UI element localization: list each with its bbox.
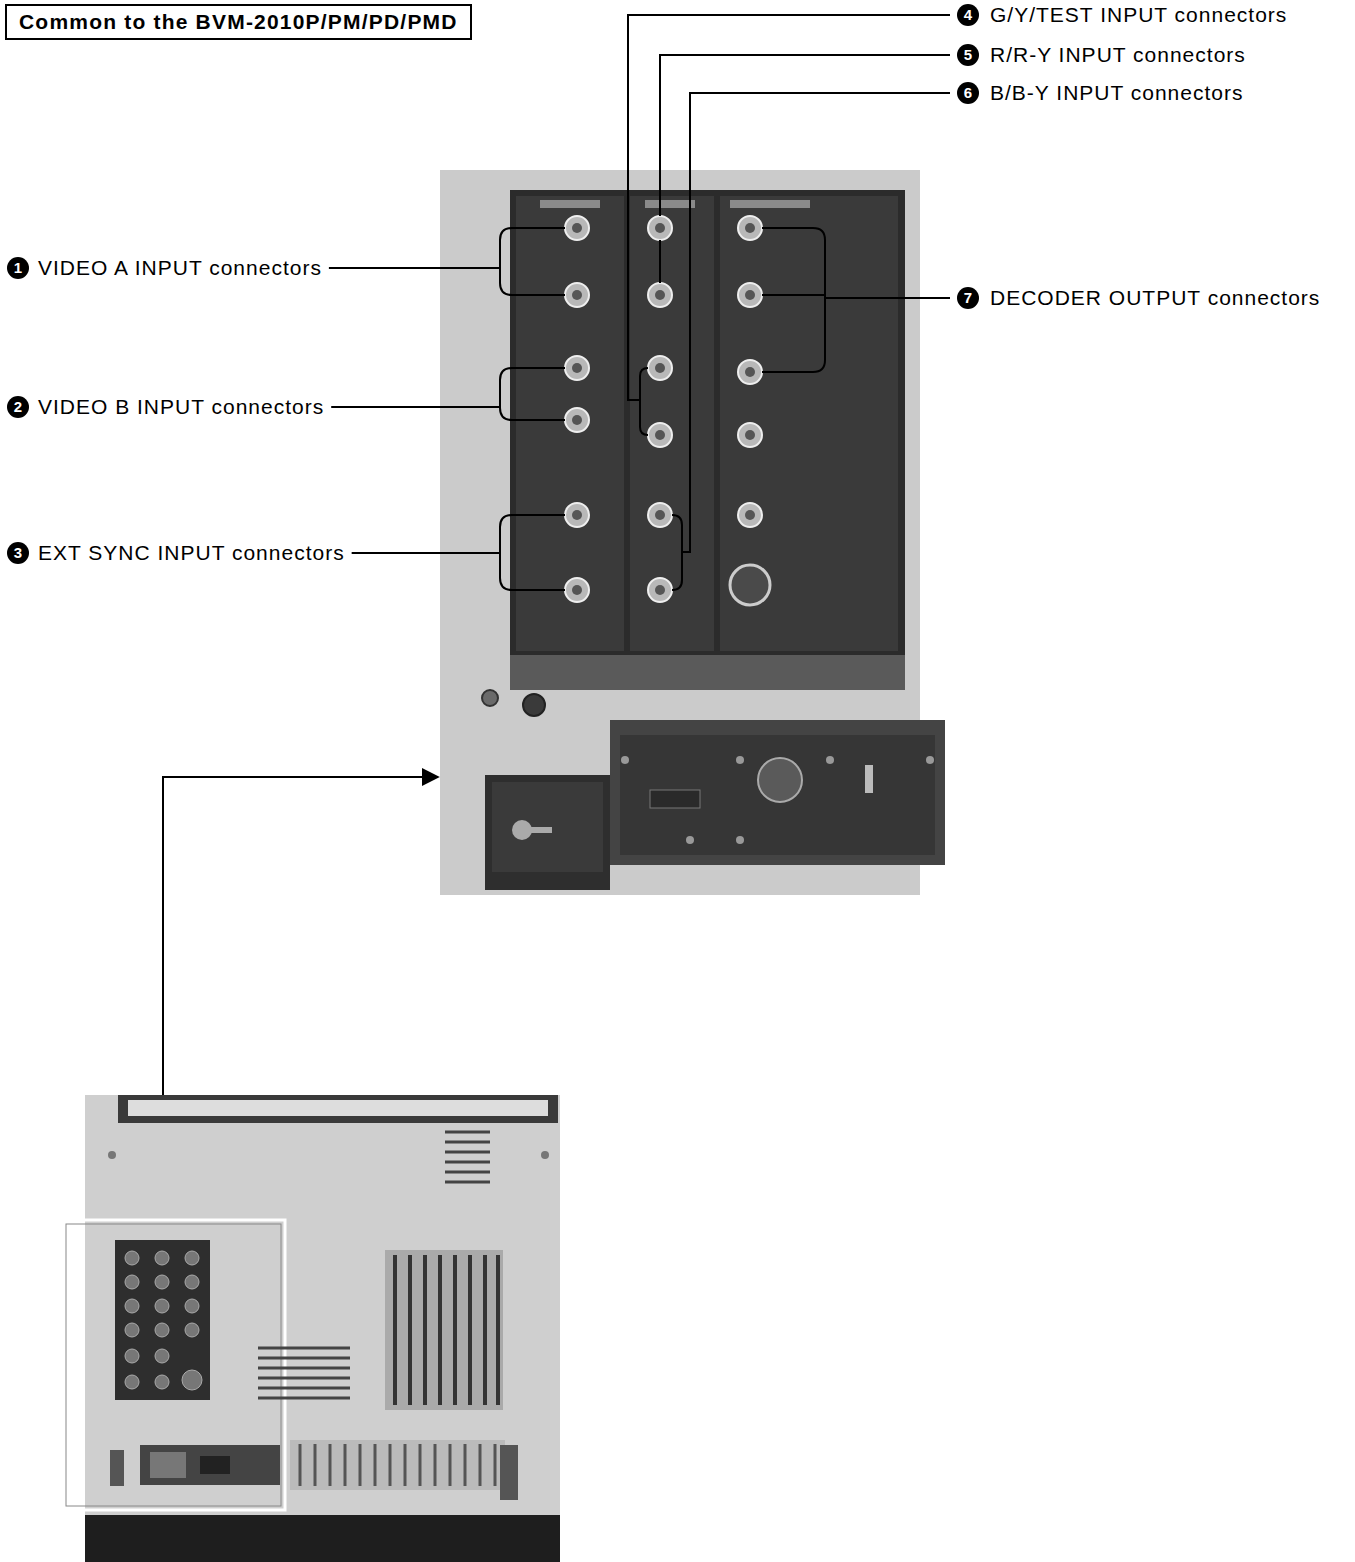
monitor-rear-view — [62, 1095, 560, 1562]
diagram-title: Common to the BVM-2010P/PM/PD/PMD — [19, 10, 458, 33]
part-label: VIDEO A INPUT connectors — [38, 256, 322, 280]
leader-line — [329, 267, 500, 269]
title-box: Common to the BVM-2010P/PM/PD/PMD — [5, 4, 472, 40]
part-label: DECODER OUTPUT connectors — [990, 286, 1320, 310]
callout-number: 4 — [957, 4, 979, 26]
callout-number: 1 — [7, 257, 29, 279]
callout-number: 3 — [7, 542, 29, 564]
part-label: R/R-Y INPUT connectors — [990, 43, 1246, 67]
part-label: G/Y/TEST INPUT connectors — [990, 3, 1287, 27]
panel-closeup — [440, 170, 945, 895]
callout-number: 6 — [957, 82, 979, 104]
part-label: B/B-Y INPUT connectors — [990, 81, 1243, 105]
leader-line — [352, 552, 500, 554]
callout-number: 2 — [7, 396, 29, 418]
part-label: VIDEO B INPUT connectors — [38, 395, 324, 419]
callout-number: 5 — [957, 44, 979, 66]
callout-number: 7 — [957, 287, 979, 309]
part-label: EXT SYNC INPUT connectors — [38, 541, 345, 565]
leader-line — [331, 406, 500, 408]
leader-lines — [500, 15, 950, 590]
